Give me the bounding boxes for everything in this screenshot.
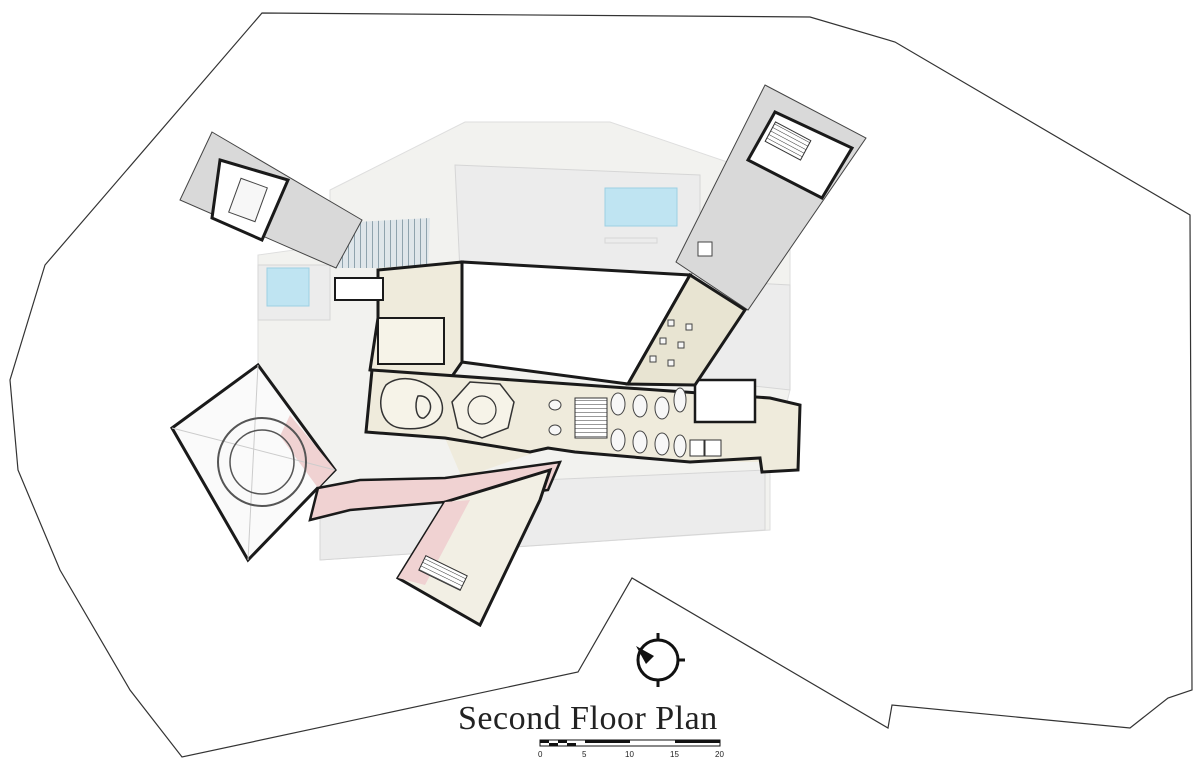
north-arrow-icon bbox=[636, 633, 685, 687]
site-boundary bbox=[9, 12, 1193, 758]
ne-tower bbox=[675, 84, 867, 311]
sw-pavilion bbox=[170, 362, 337, 563]
entry-bridge-hatched bbox=[335, 218, 430, 268]
scale-tick-15: 15 bbox=[670, 750, 679, 759]
nw-tower bbox=[179, 131, 363, 269]
south-wing bbox=[395, 467, 553, 628]
main-gallery bbox=[364, 368, 802, 478]
scale-tick-20: 20 bbox=[715, 750, 724, 759]
ne-arm-tables bbox=[649, 319, 693, 367]
scale-bar bbox=[539, 739, 721, 747]
plan-title: Second Floor Plan bbox=[458, 700, 718, 737]
scale-tick-10: 10 bbox=[625, 750, 634, 759]
scale-tick-5: 5 bbox=[582, 750, 587, 759]
scale-tick-0: 0 bbox=[538, 750, 543, 759]
pool-west bbox=[266, 267, 310, 307]
pool-deck-strip bbox=[604, 237, 658, 244]
pool-east bbox=[604, 187, 678, 227]
